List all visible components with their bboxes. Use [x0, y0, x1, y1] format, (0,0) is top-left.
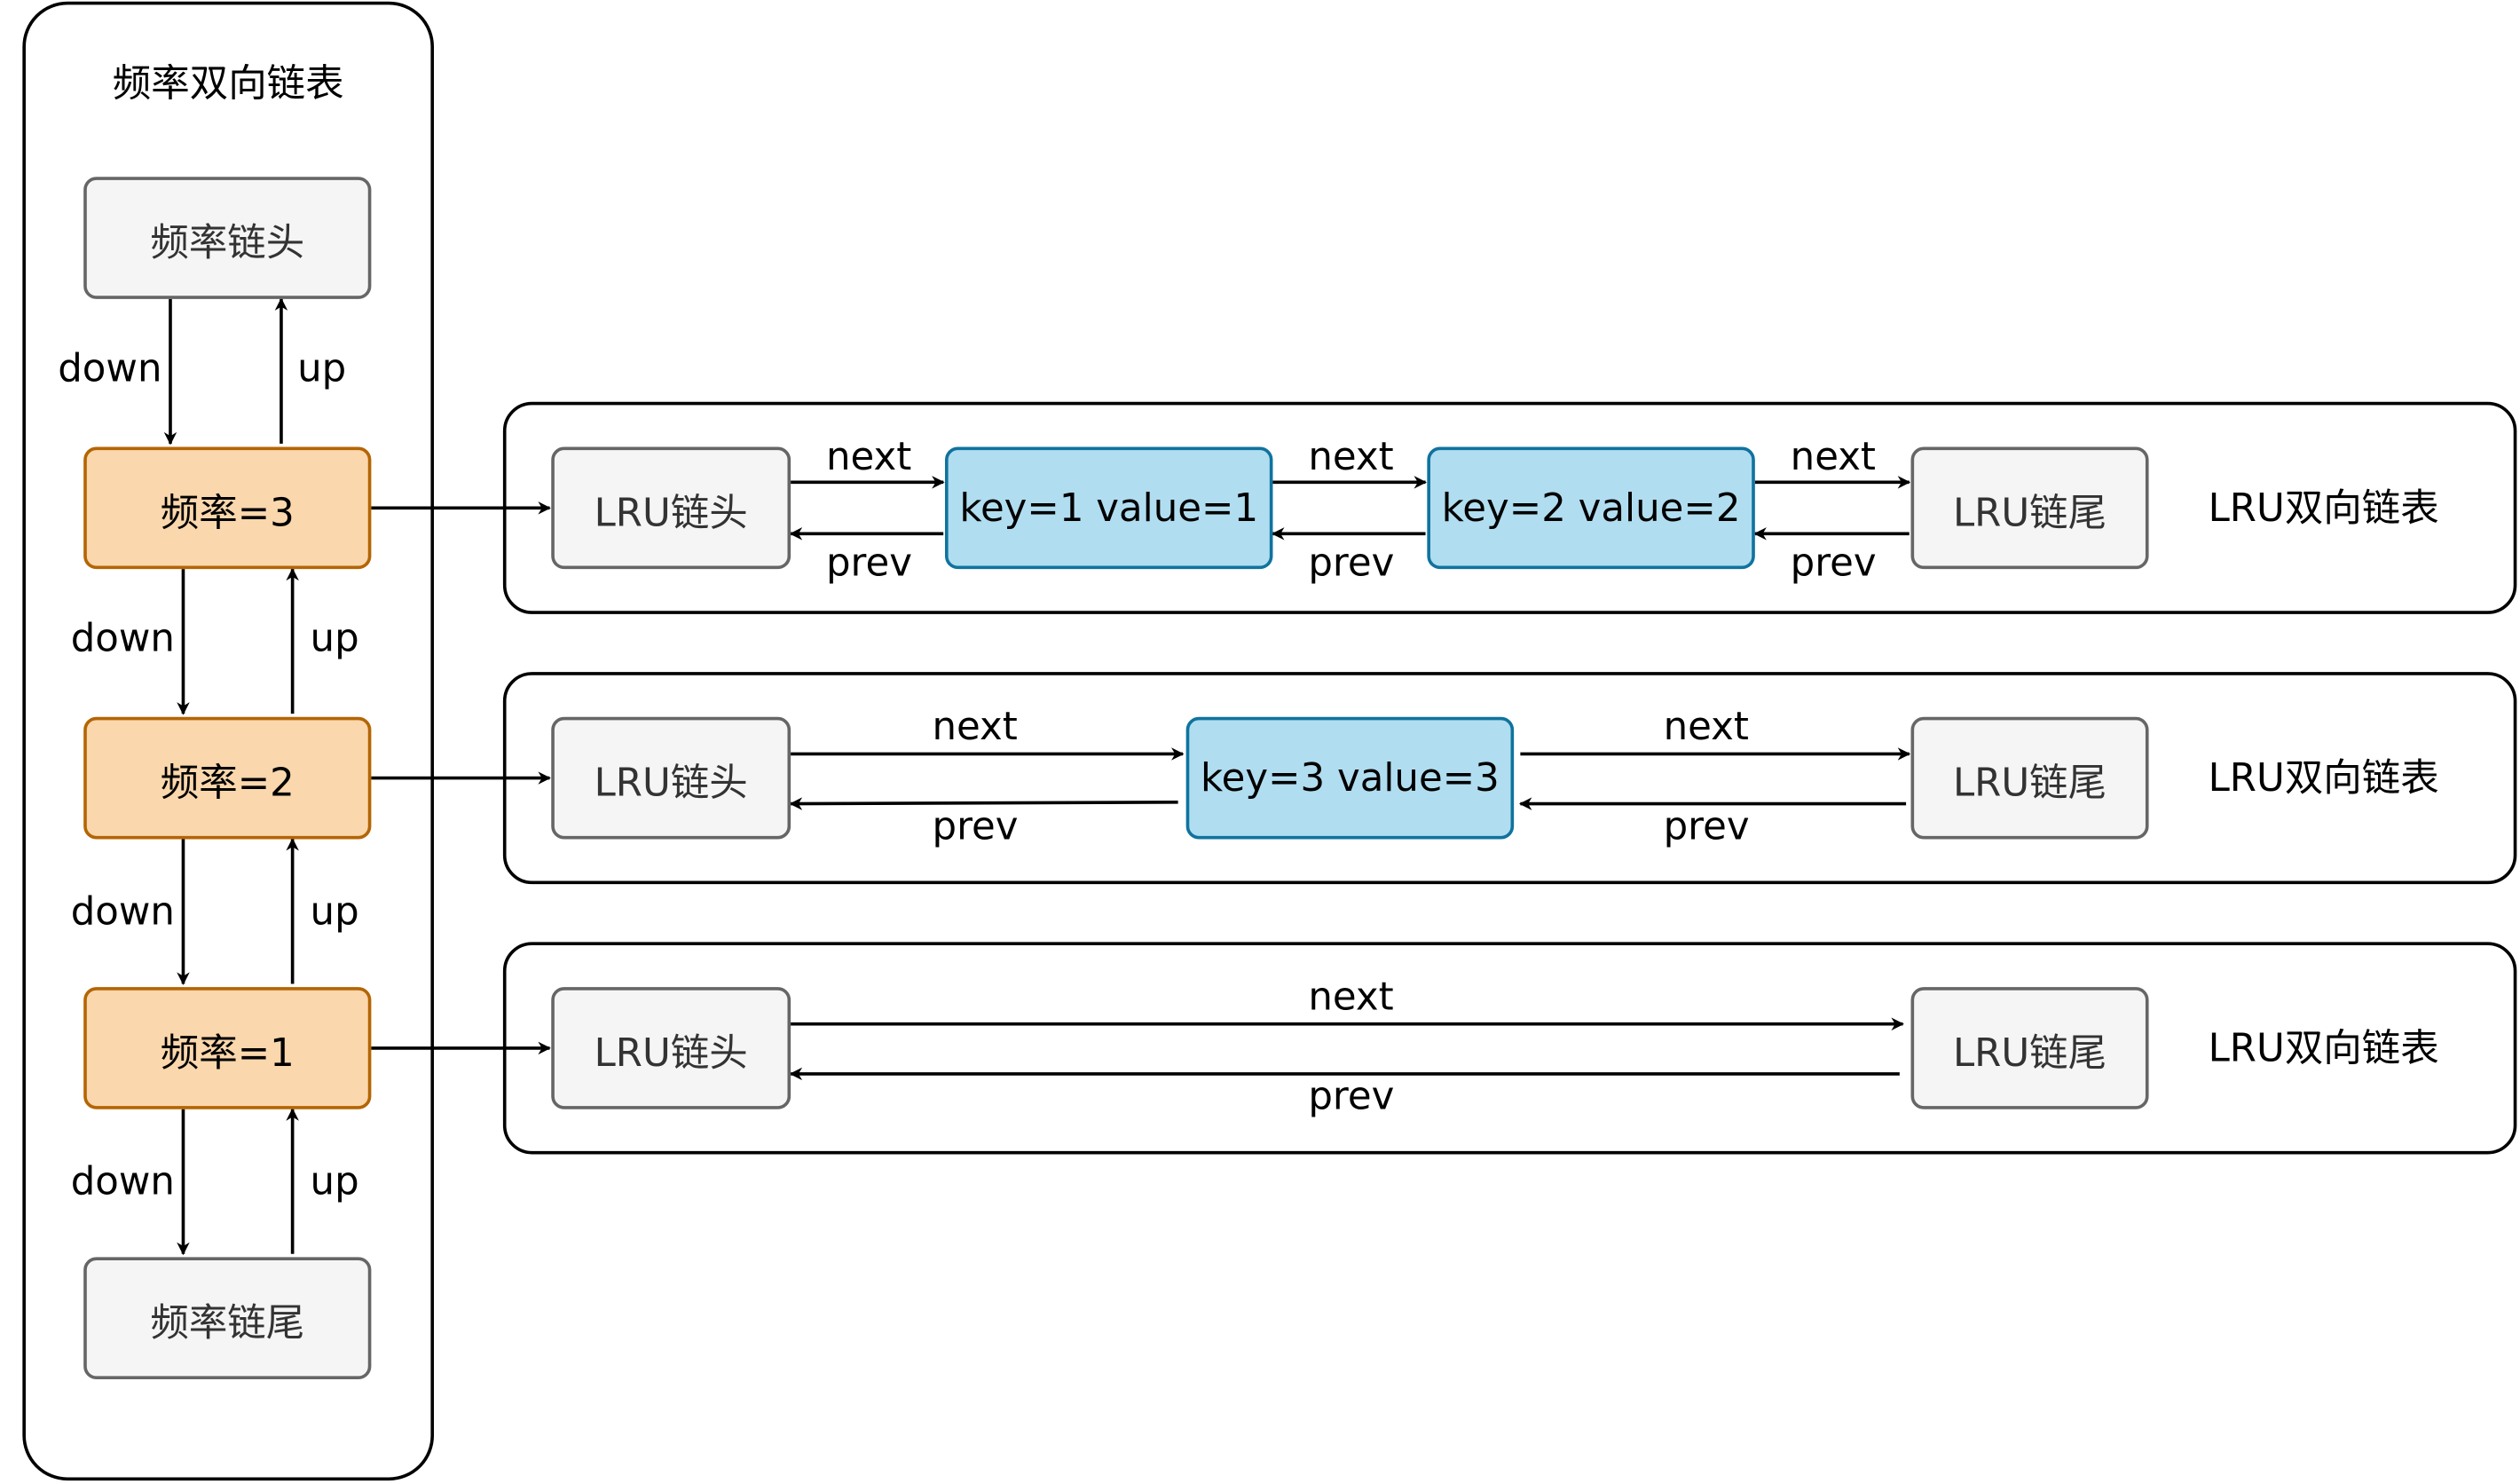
prev-label: prev: [1308, 540, 1395, 586]
down-label: down: [70, 1158, 175, 1204]
lru-head-node: LRU链头: [551, 716, 791, 840]
lru-item-node: key=1 value=1: [944, 446, 1273, 570]
prev-label: prev: [1663, 803, 1750, 849]
prev-label: prev: [1308, 1073, 1395, 1119]
lru-list-title: LRU双向链表: [2208, 1025, 2439, 1071]
lru-tail-node: LRU链尾: [1910, 446, 2149, 570]
freq-node: 频率=2: [83, 716, 372, 840]
down-label: down: [70, 888, 175, 935]
next-label: next: [932, 704, 1018, 750]
freq-head-node: 频率链头: [83, 177, 372, 299]
lru-tail-node: LRU链尾: [1910, 987, 2149, 1109]
lru-item-node: key=3 value=3: [1185, 716, 1515, 840]
next-label: next: [1790, 434, 1876, 479]
prev-link: [789, 797, 1178, 810]
next-label: next: [1308, 974, 1394, 1020]
prev-label: prev: [932, 803, 1019, 849]
lru-list-container: [502, 942, 2517, 1155]
freq-list-title: 频率双向链表: [112, 60, 344, 107]
down-label: down: [58, 345, 162, 391]
up-label: up: [297, 345, 347, 391]
freq-tail-node: 频率链尾: [83, 1257, 372, 1380]
freq-node: 频率=1: [83, 987, 372, 1109]
next-label: next: [1663, 704, 1749, 750]
lru-head-node: LRU链头: [551, 446, 791, 570]
lru-list-title: LRU双向链表: [2208, 485, 2439, 531]
lru-list-title: LRU双向链表: [2208, 755, 2439, 801]
up-label: up: [310, 1158, 359, 1204]
up-label: up: [310, 888, 359, 935]
prev-label: prev: [1790, 540, 1877, 586]
down-label: down: [70, 615, 175, 661]
freq-node: 频率=3: [83, 446, 372, 570]
next-label: next: [825, 434, 912, 479]
lru-tail-node: LRU链尾: [1910, 716, 2149, 840]
up-label: up: [310, 615, 359, 661]
lru-head-node: LRU链头: [551, 987, 791, 1109]
next-label: next: [1308, 434, 1394, 479]
prev-label: prev: [825, 540, 912, 586]
lru-item-node: key=2 value=2: [1427, 446, 1755, 570]
